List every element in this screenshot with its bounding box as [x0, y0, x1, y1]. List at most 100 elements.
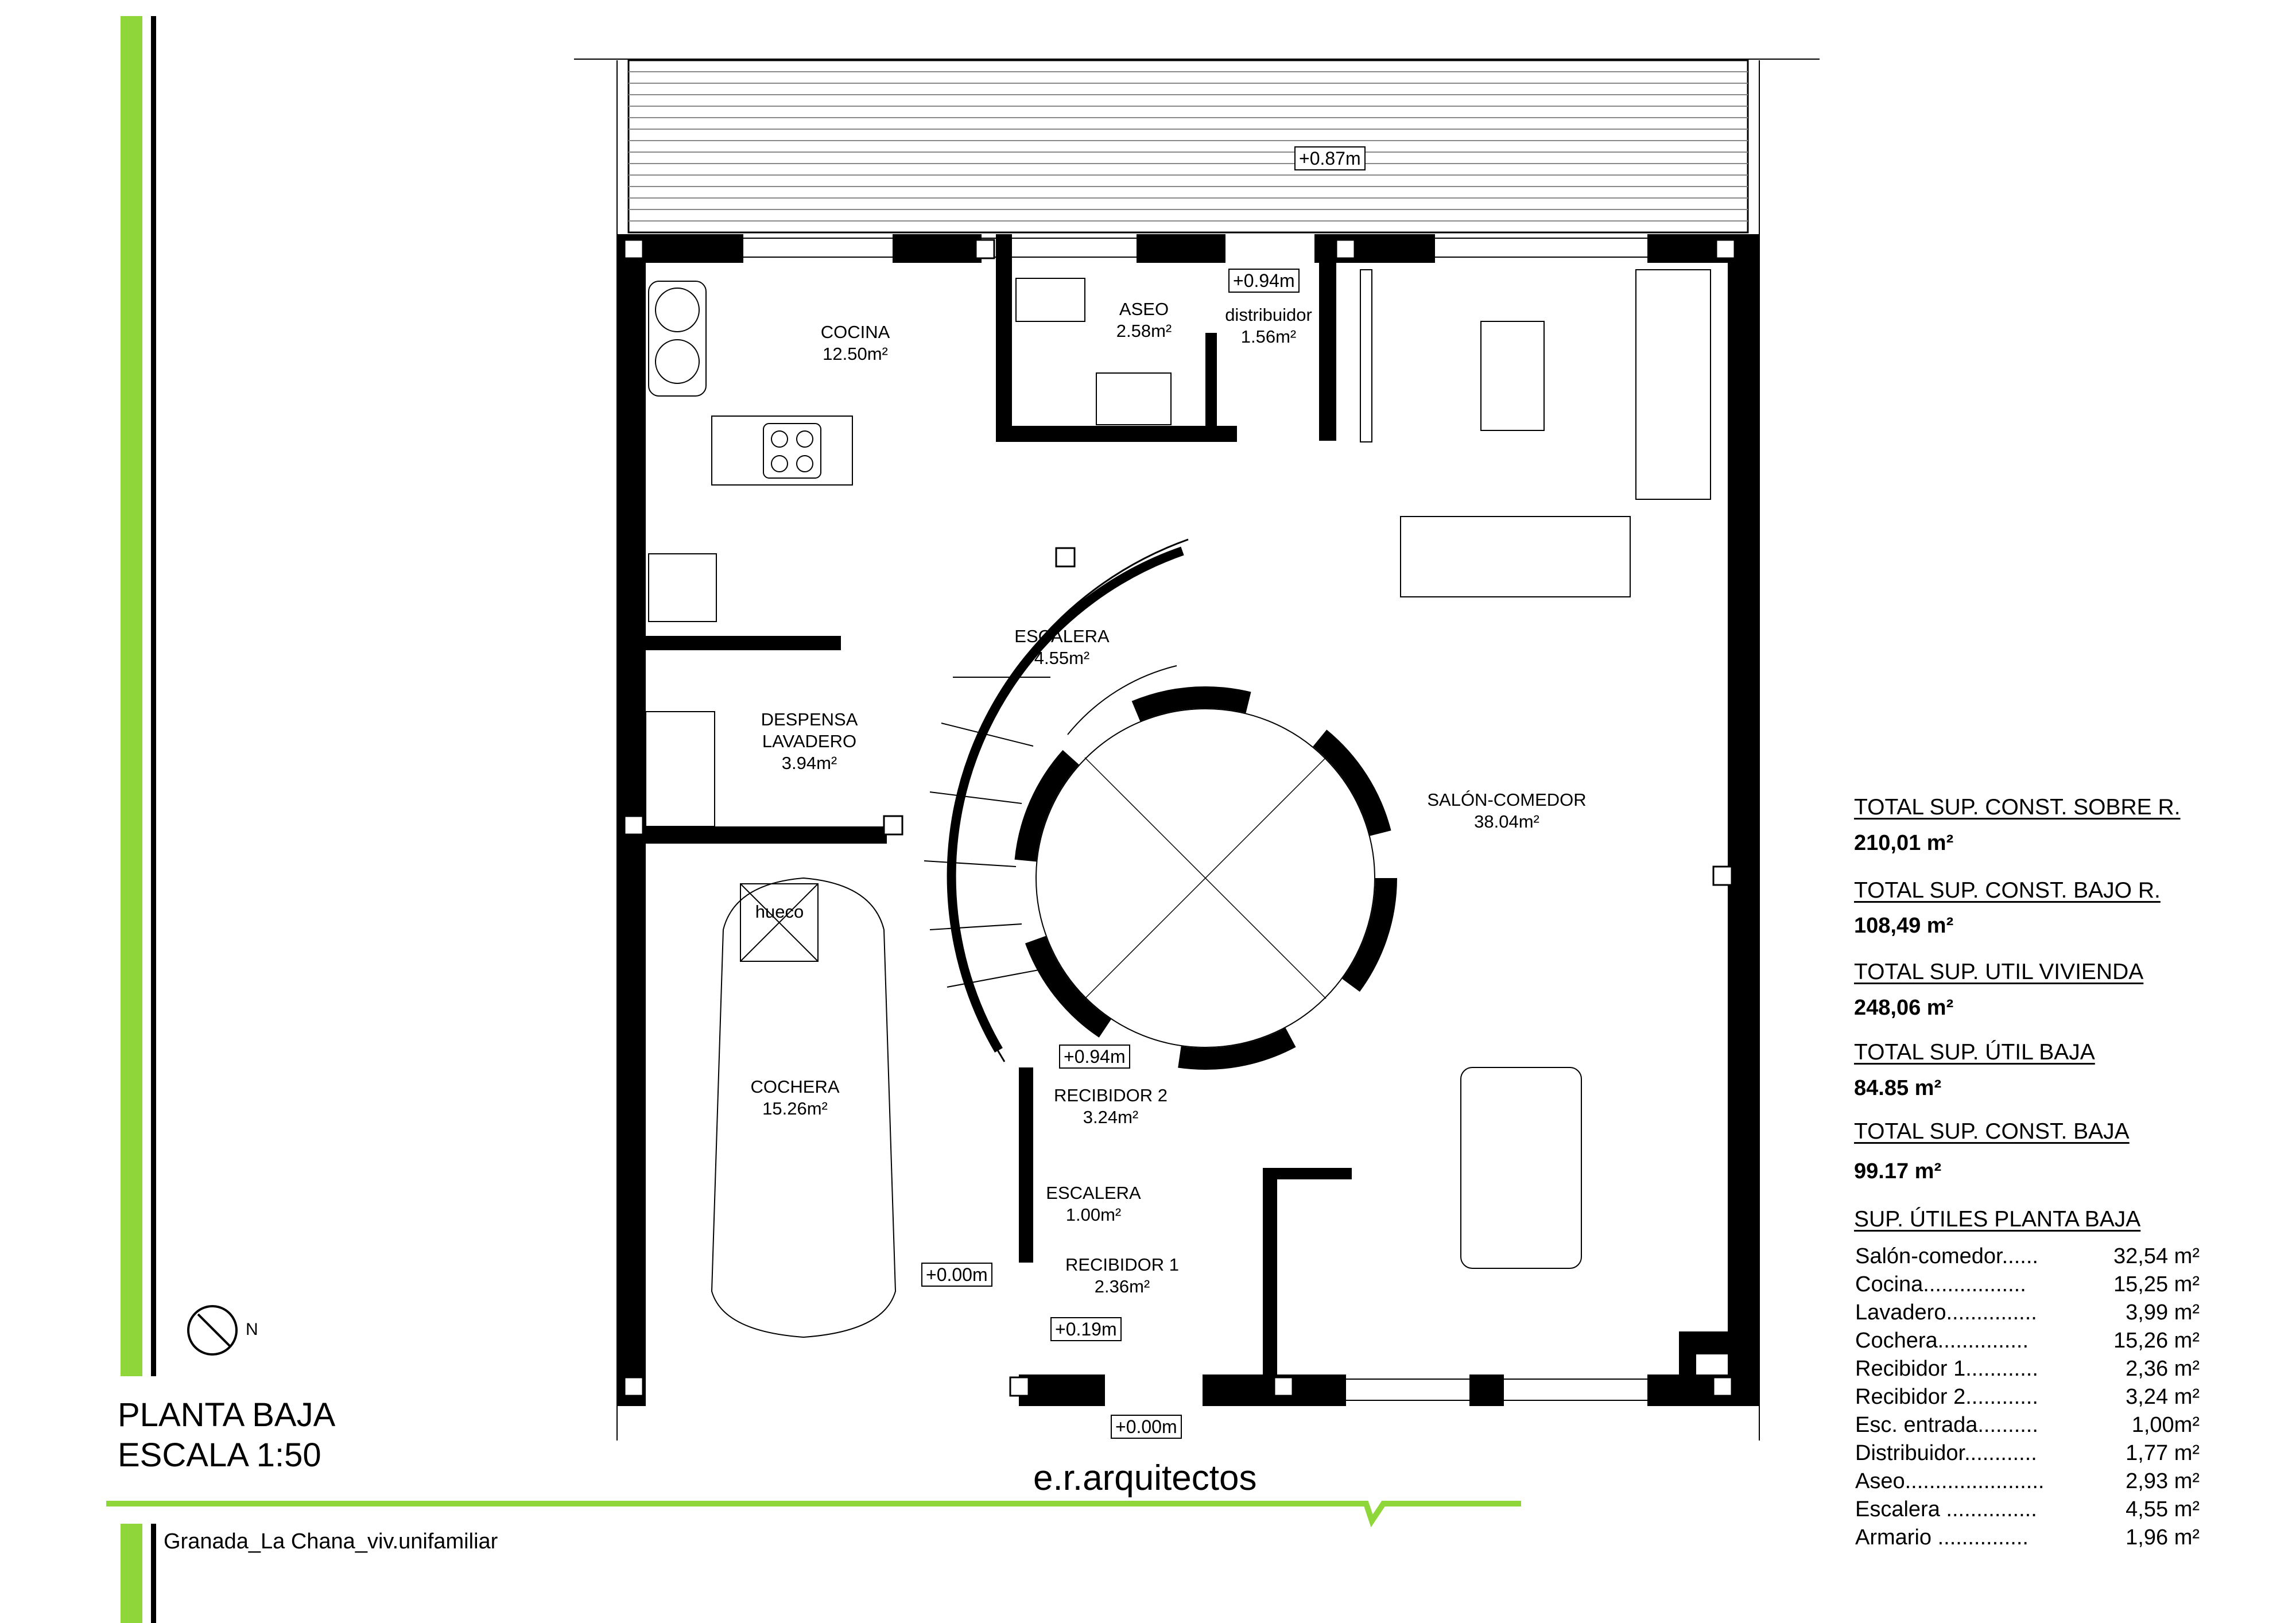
- area-row: Recibidor 2............ 3,24 m²: [1855, 1383, 2200, 1411]
- area-row: Lavadero............... 3,99 m²: [1855, 1299, 2200, 1327]
- area-label: Armario ...............: [1855, 1525, 2029, 1550]
- area-row: Distribuidor............ 1,77 m²: [1855, 1439, 2200, 1467]
- accent-bar-black: [151, 16, 156, 1376]
- total-value: 84.85 m²: [1854, 1076, 1942, 1100]
- living-furniture: [1360, 269, 1711, 1269]
- area-value: 1,77 m²: [2126, 1441, 2200, 1465]
- room-area: 2.36m²: [1094, 1276, 1150, 1296]
- total-label: TOTAL SUP. CONST. BAJO R.: [1854, 878, 2161, 903]
- room-area: 3.24m²: [1083, 1107, 1139, 1127]
- room-label-distribuidor: distribuidor 1.56m²: [1225, 304, 1312, 348]
- room-name: RECIBIDOR 2: [1053, 1085, 1168, 1105]
- room-area: 1.00m²: [1065, 1205, 1122, 1225]
- area-label: Lavadero...............: [1855, 1300, 2037, 1325]
- area-label: Aseo.......................: [1855, 1469, 2045, 1493]
- area-value: 3,99 m²: [2126, 1300, 2200, 1325]
- total-label: TOTAL SUP. UTIL VIVIENDA: [1854, 960, 2144, 984]
- interior-walls: [646, 234, 1728, 1386]
- room-label-escalera-entrada: ESCALERA 1.00m²: [1046, 1182, 1141, 1226]
- area-label: Cocina.................: [1855, 1272, 2026, 1296]
- total-value: 210,01 m²: [1854, 831, 1954, 855]
- room-name: distribuidor: [1225, 305, 1312, 325]
- accent-bar-black-bottom: [151, 1524, 156, 1623]
- room-name: DESPENSA: [761, 709, 858, 729]
- area-label: Esc. entrada..........: [1855, 1413, 2038, 1437]
- area-row: Armario ............... 1,96 m²: [1855, 1524, 2200, 1552]
- room-name: COCHERA: [750, 1077, 840, 1097]
- area-row: Esc. entrada.......... 1,00m²: [1855, 1411, 2200, 1439]
- room-area: 4.55m²: [1034, 648, 1090, 668]
- room-label-despensa: DESPENSA LAVADERO 3.94m²: [761, 709, 858, 774]
- room-area: 12.50m²: [823, 344, 888, 364]
- level-tag-terrace: +0.87m: [1294, 146, 1366, 170]
- total-value: 108,49 m²: [1854, 914, 1954, 938]
- total-label: TOTAL SUP. CONST. BAJA: [1854, 1119, 2130, 1144]
- room-label-cocina: COCINA 12.50m²: [821, 321, 890, 365]
- plan-scale: ESCALA 1:50: [118, 1436, 321, 1474]
- room-name: COCINA: [820, 322, 890, 342]
- brand-logo: e.r.arquitectos: [1033, 1458, 1257, 1498]
- area-value: 2,93 m²: [2126, 1469, 2200, 1493]
- area-label: Distribuidor............: [1855, 1441, 2037, 1465]
- area-value: 1,00m²: [2131, 1413, 2200, 1437]
- room-name: ESCALERA: [1046, 1183, 1141, 1203]
- total-label: TOTAL SUP. CONST. SOBRE R.: [1854, 795, 2181, 820]
- area-value: 1,96 m²: [2126, 1525, 2200, 1550]
- level-tag-cochera: +0.00m: [921, 1263, 992, 1287]
- column-markers: [623, 239, 1736, 1397]
- kitchen-fixtures: [645, 281, 853, 827]
- plan-title: PLANTA BAJA: [118, 1396, 336, 1434]
- room-label-escalera: ESCALERA 4.55m²: [1014, 626, 1109, 669]
- car-outline: [711, 877, 897, 1338]
- terrace-deck: [574, 59, 1820, 234]
- bathroom-fixtures: [1015, 278, 1172, 425]
- room-label-hueco: hueco: [755, 901, 804, 923]
- area-value: 32,54 m²: [2113, 1244, 2200, 1268]
- area-row: Escalera ............... 4,55 m²: [1855, 1496, 2200, 1524]
- room-label-salon: SALÓN-COMEDOR 38.04m²: [1427, 789, 1586, 833]
- room-area: 3.94m²: [781, 753, 837, 773]
- area-row: Salón-comedor...... 32,54 m²: [1855, 1243, 2200, 1271]
- level-tag-entrance: +0.00m: [1111, 1415, 1182, 1439]
- level-tag-recibidor1: +0.19m: [1050, 1317, 1122, 1341]
- area-row: Aseo....................... 2,93 m²: [1855, 1467, 2200, 1496]
- accent-bar-green: [121, 16, 142, 1376]
- north-label: N: [246, 1320, 258, 1339]
- room-name: SALÓN-COMEDOR: [1427, 790, 1587, 810]
- exterior-walls: [617, 234, 1759, 1406]
- room-name: hueco: [755, 902, 804, 922]
- room-label-recibidor2: RECIBIDOR 2 3.24m²: [1054, 1085, 1168, 1128]
- accent-bar-green-bottom: [121, 1524, 142, 1623]
- area-label: Escalera ...............: [1855, 1497, 2037, 1521]
- spiral-stair: [924, 538, 1397, 1070]
- level-tag-recibidor2: +0.94m: [1059, 1045, 1130, 1069]
- area-value: 4,55 m²: [2126, 1497, 2200, 1521]
- room-area: 38.04m²: [1474, 812, 1539, 832]
- areas-title: SUP. ÚTILES PLANTA BAJA: [1854, 1207, 2141, 1232]
- room-area: 15.26m²: [762, 1098, 828, 1119]
- area-label: Recibidor 2............: [1855, 1385, 2038, 1409]
- area-value: 3,24 m²: [2126, 1385, 2200, 1409]
- area-value: 15,26 m²: [2113, 1329, 2200, 1353]
- area-row: Cochera............... 15,26 m²: [1855, 1327, 2200, 1355]
- room-name: RECIBIDOR 1: [1065, 1255, 1180, 1275]
- area-label: Salón-comedor......: [1855, 1244, 2038, 1268]
- room-label-recibidor1: RECIBIDOR 1 2.36m²: [1065, 1254, 1179, 1298]
- total-value: 248,06 m²: [1854, 996, 1954, 1020]
- area-label: Recibidor 1............: [1855, 1357, 2038, 1381]
- room-name-2: LAVADERO: [762, 731, 857, 751]
- room-area: 1.56m²: [1240, 327, 1297, 347]
- level-tag-distribuidor: +0.94m: [1228, 269, 1300, 293]
- room-label-aseo: ASEO 2.58m²: [1116, 298, 1172, 342]
- total-value: 99.17 m²: [1854, 1159, 1942, 1183]
- area-value: 2,36 m²: [2126, 1357, 2200, 1381]
- room-name: ASEO: [1119, 299, 1169, 319]
- room-name: ESCALERA: [1014, 626, 1110, 646]
- area-value: 15,25 m²: [2113, 1272, 2200, 1296]
- area-label: Cochera...............: [1855, 1329, 2029, 1353]
- room-label-cochera: COCHERA 15.26m²: [750, 1076, 839, 1120]
- brand-underline: [106, 1501, 1521, 1528]
- area-row: Recibidor 1............ 2,36 m²: [1855, 1355, 2200, 1383]
- area-row: Cocina................. 15,25 m²: [1855, 1271, 2200, 1299]
